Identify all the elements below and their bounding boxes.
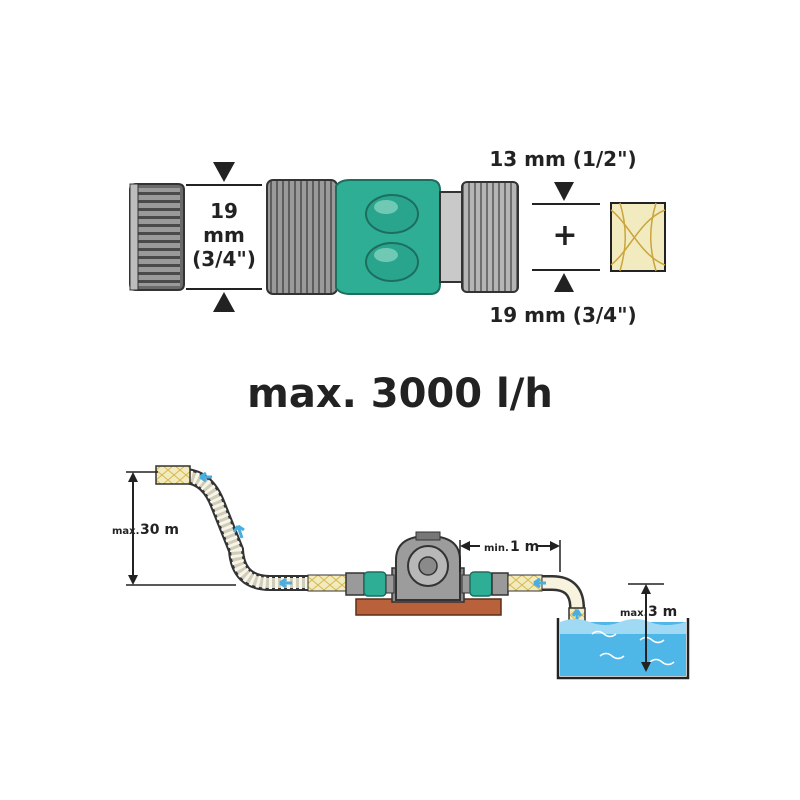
hose-size-dimension: 13 mm (1/2") + 19 mm (3/4") — [489, 147, 636, 327]
inlet-size-dimension: 19 mm (3/4") — [186, 162, 262, 312]
inlet-size-line2: mm — [203, 223, 245, 247]
pump-inlet-connector — [461, 571, 509, 597]
down-arrow-icon — [554, 182, 574, 201]
distance-prefix: min. — [484, 543, 509, 554]
threaded-inlet-part — [129, 183, 185, 291]
hose-size-large-label: 19 mm (3/4") — [489, 303, 636, 327]
knurled-sleeve-part — [439, 181, 519, 293]
up-arrow-icon — [213, 292, 235, 312]
ribbed-nut-part — [266, 179, 338, 295]
height-value: 30 m — [140, 522, 179, 538]
distance-value: 1 m — [510, 539, 539, 555]
up-arrow-icon — [554, 273, 574, 292]
down-arrow-icon — [213, 162, 235, 182]
flow-arrow-icon — [199, 471, 212, 483]
outlet-hose — [155, 465, 351, 592]
depth-value: 3 m — [648, 604, 677, 620]
pump-outlet-connector — [345, 571, 395, 597]
height-dimension: max. 30 m — [112, 471, 236, 586]
depth-dimension: max. 3 m — [620, 583, 677, 672]
flow-arrow-icon — [533, 577, 546, 589]
flow-rate-heading: max. 3000 l/h — [247, 371, 553, 417]
teal-connector-body — [335, 179, 441, 295]
inlet-size-line1: 19 — [210, 199, 238, 223]
flow-arrow-icon — [232, 524, 245, 539]
drill-pump — [391, 531, 465, 603]
height-prefix: max. — [112, 526, 139, 537]
depth-prefix: max. — [620, 608, 647, 619]
distance-dimension: min. 1 m — [459, 538, 561, 572]
plus-symbol: + — [552, 218, 577, 253]
hose-size-small-label: 13 mm (1/2") — [489, 147, 636, 171]
hose-section-part — [610, 202, 666, 272]
flow-arrow-icon — [279, 577, 292, 589]
water-tank — [556, 618, 690, 680]
inlet-size-line3: (3/4") — [192, 247, 256, 271]
